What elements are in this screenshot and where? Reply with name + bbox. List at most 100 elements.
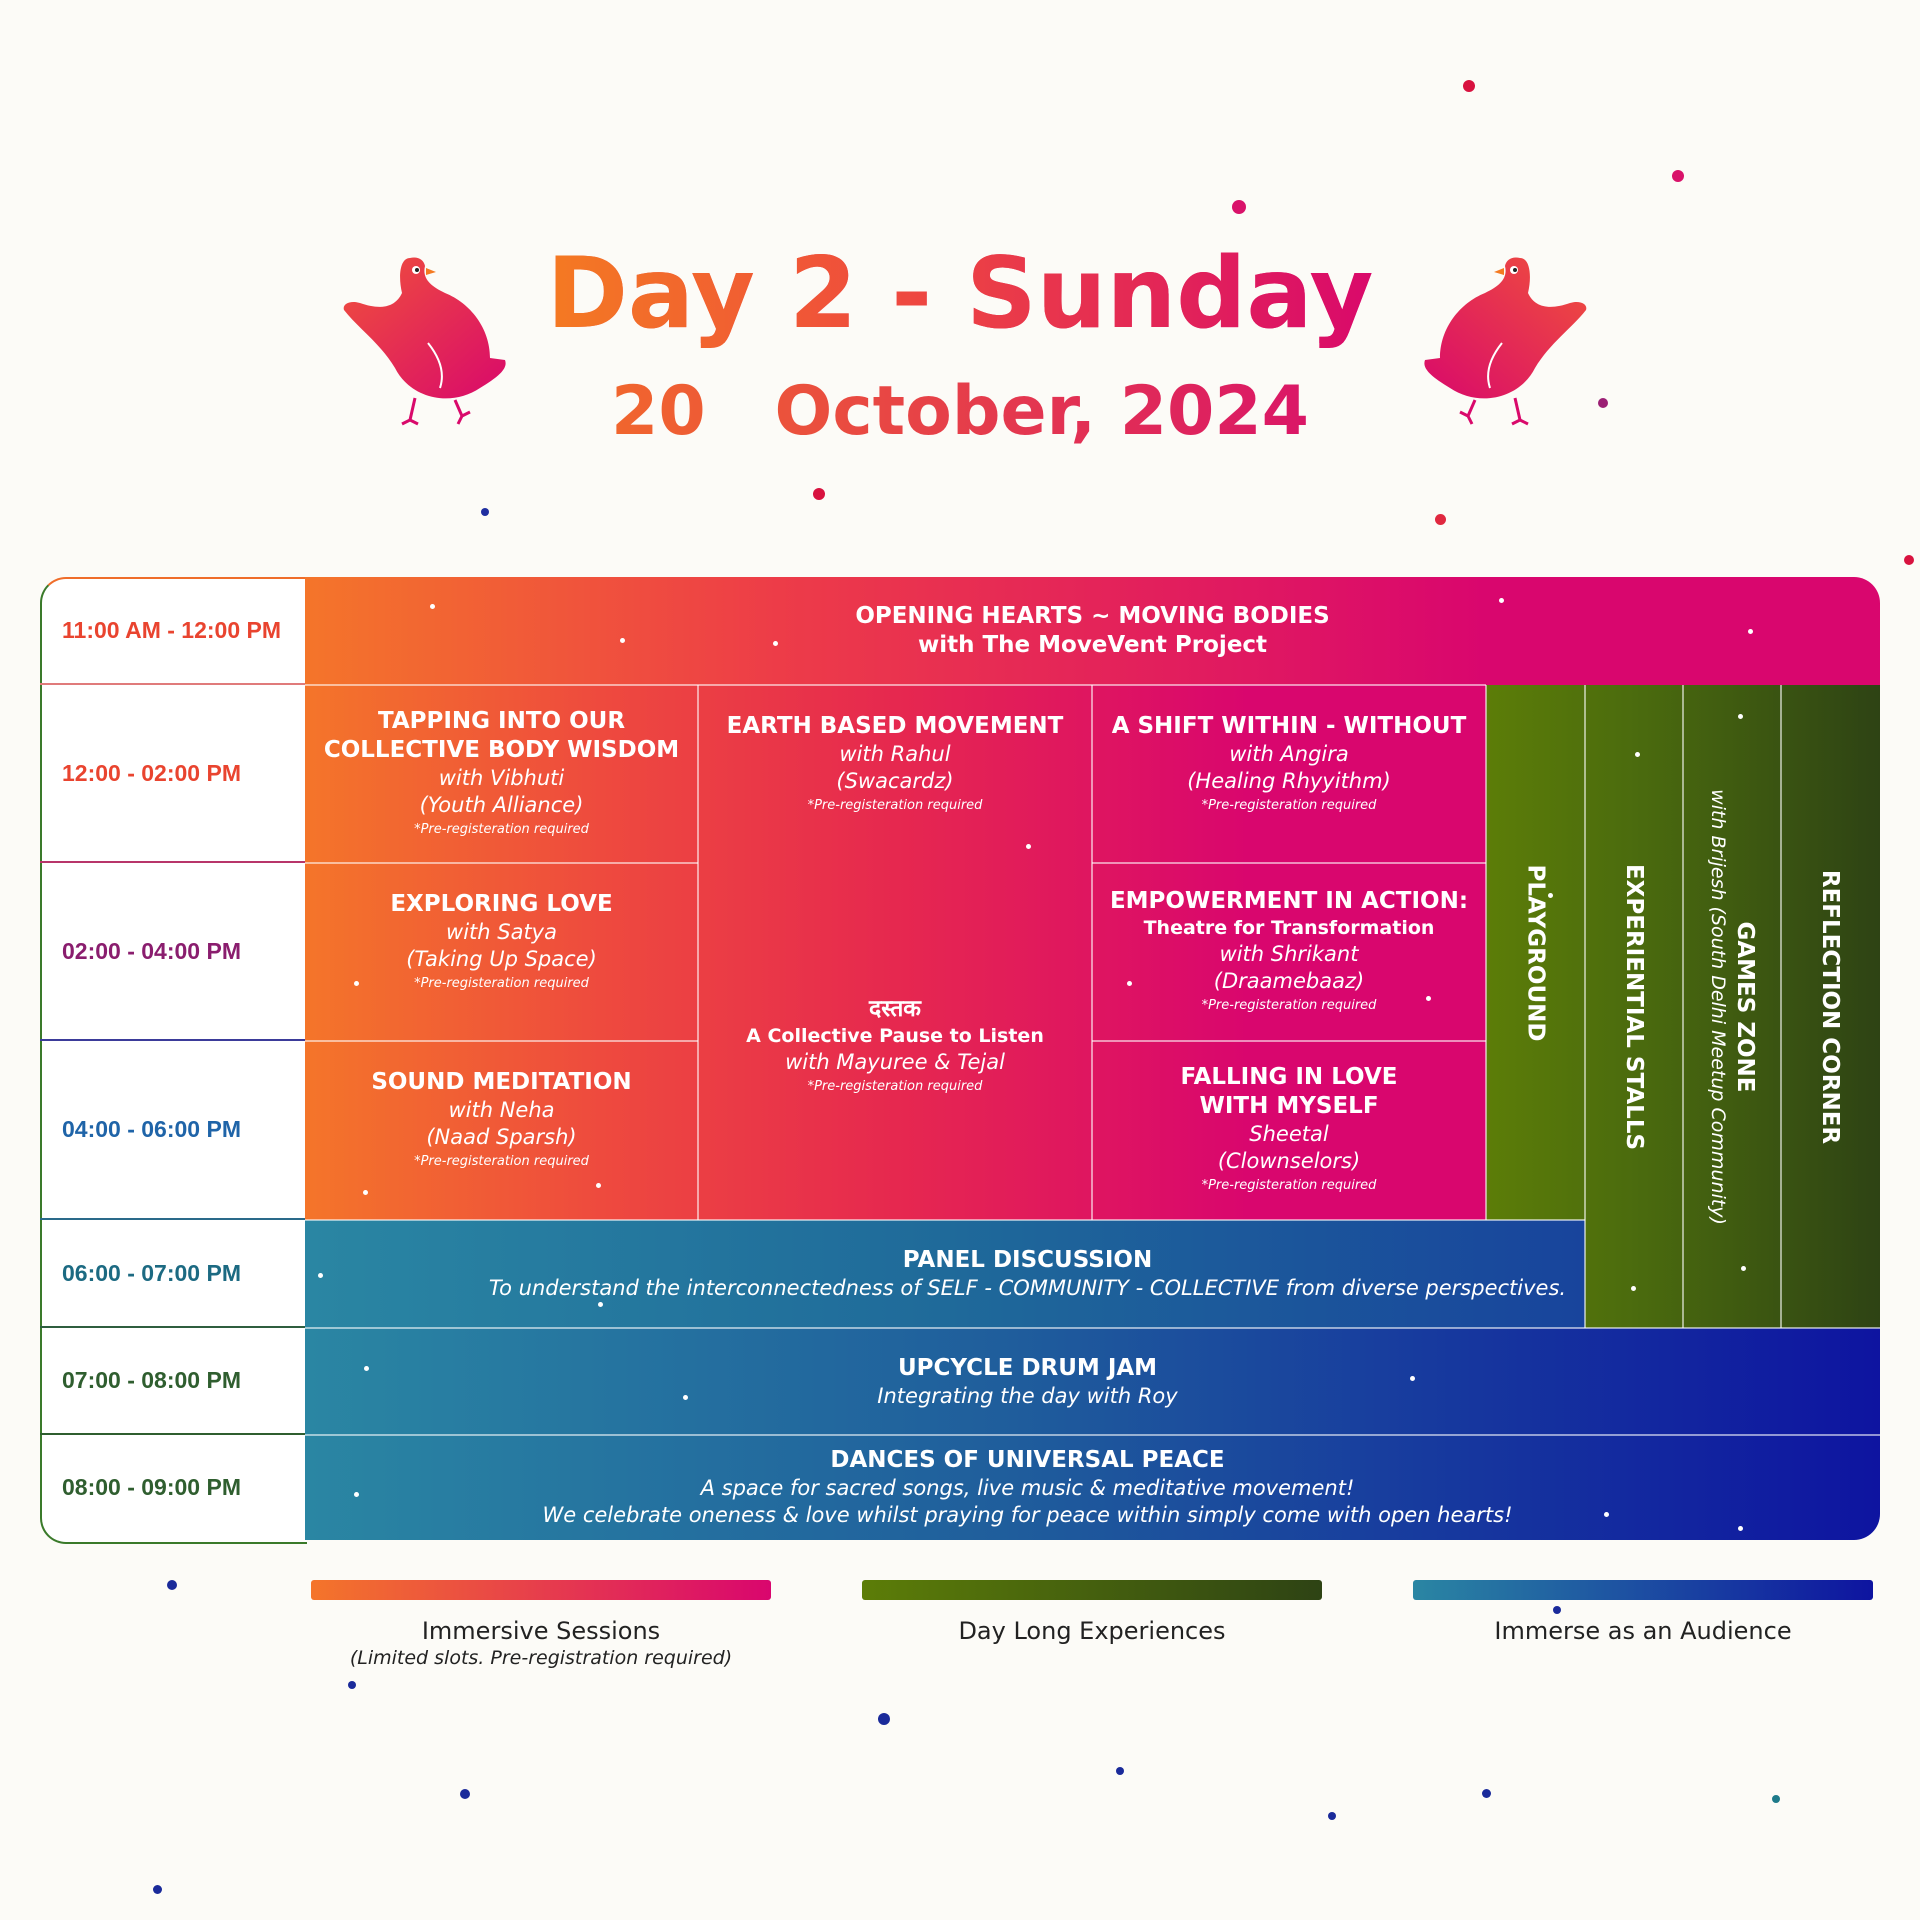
grid-line: [1584, 685, 1586, 1328]
session-opening[interactable]: OPENING HEARTS ~ MOVING BODIES with The …: [305, 577, 1880, 685]
decor-dot: [364, 1366, 369, 1371]
bird-icon: [343, 257, 506, 426]
decor-dot: [1604, 1512, 1609, 1517]
time-slot: 12:00 - 02:00 PM: [62, 759, 241, 786]
decor-dot: [363, 1190, 368, 1195]
decor-dot: [153, 1885, 162, 1894]
registration-note: *Pre-registeration required: [1201, 798, 1377, 813]
session-shift[interactable]: A SHIFT WITHIN - WITHOUT with Angira (He…: [1092, 685, 1486, 862]
grid-line: [1092, 1040, 1486, 1042]
decor-dot: [598, 1302, 603, 1307]
decor-dot: [460, 1789, 470, 1799]
decor-dot: [1748, 629, 1753, 634]
event-date: 20th October, 2024: [0, 378, 1920, 446]
session-tapping[interactable]: TAPPING INTO OUR COLLECTIVE BODY WISDOM …: [305, 685, 698, 862]
grid-line: [1682, 685, 1684, 1328]
decor-dot: [773, 641, 778, 646]
decor-dot: [1127, 981, 1132, 986]
time-slot: 08:00 - 09:00 PM: [62, 1474, 241, 1500]
time-slot: 07:00 - 08:00 PM: [62, 1367, 241, 1393]
decor-dot: [813, 488, 825, 500]
decor-dot: [1426, 996, 1431, 1001]
registration-note: *Pre-registeration required: [414, 976, 589, 991]
immersive-block-bg: [305, 577, 1880, 685]
session-sound[interactable]: SOUND MEDITATION with Neha (Naad Sparsh)…: [305, 1041, 698, 1219]
session-title: UPCYCLE DRUM JAM: [897, 1354, 1158, 1381]
decor-dot: [1435, 514, 1446, 525]
session-falling[interactable]: FALLING IN LOVE WITH MYSELF Sheetal (Clo…: [1092, 1041, 1486, 1219]
session-dastak[interactable]: दस्तक A Collective Pause to Listen with …: [698, 863, 1092, 1219]
immersive-block-bg: [305, 685, 1486, 1220]
date-rest: October, 2024: [774, 372, 1309, 451]
session-earth[interactable]: EARTH BASED MOVEMENT with Rahul (Swacard…: [698, 685, 1092, 862]
session-subtitle: A space for sacred songs, live music & m…: [700, 1476, 1355, 1500]
decor-dot: [354, 981, 359, 986]
session-org: (Youth Alliance): [419, 792, 584, 817]
decor-dot: [1635, 752, 1640, 757]
session-playground[interactable]: PLAYGROUND: [1486, 685, 1584, 1220]
session-reflection-corner[interactable]: REFLECTION CORNER: [1781, 685, 1880, 1328]
decor-dot: [1672, 170, 1684, 182]
session-title: A SHIFT WITHIN - WITHOUT: [1111, 713, 1467, 739]
decor-dot: [1738, 714, 1743, 719]
grid-line: [697, 685, 699, 1220]
page-title: Day 2 - Sunday: [0, 245, 1920, 343]
decor-dot: [620, 638, 625, 643]
decor-dot: [1463, 80, 1475, 92]
decor-dot: [1631, 1286, 1636, 1291]
session-org: (Swacardz): [836, 769, 954, 793]
time-slot: 06:00 - 07:00 PM: [62, 1259, 241, 1286]
grid-line: [1092, 862, 1486, 864]
legend-label: Immerse as an Audience: [1494, 1617, 1792, 1645]
grid-line: [1091, 685, 1093, 1220]
registration-note: *Pre-registeration required: [1201, 1178, 1377, 1193]
time-divider: [40, 861, 305, 863]
date-day: 20: [611, 372, 706, 451]
decor-dot: [1482, 1789, 1491, 1798]
session-exploring[interactable]: EXPLORING LOVE with Satya (Taking Up Spa…: [305, 863, 698, 1040]
decor-dot: [1772, 1795, 1780, 1803]
grid-line: [305, 684, 1486, 686]
session-host: with Angira: [1229, 742, 1349, 766]
time-column: [40, 577, 307, 1544]
session-org: (Draamebaaz): [1213, 968, 1365, 993]
decor-dot: [318, 1273, 323, 1278]
grid-line: [305, 862, 698, 864]
decor-dot: [683, 1395, 688, 1400]
session-host: with Vibhuti: [438, 765, 565, 790]
session-title: DANCES OF UNIVERSAL PEACE: [830, 1447, 1225, 1473]
registration-note: *Pre-registeration required: [807, 1078, 983, 1094]
decor-dot: [1904, 555, 1914, 565]
time-divider: [40, 683, 305, 685]
decor-dot: [596, 1183, 601, 1188]
time-divider: [40, 1326, 305, 1328]
grid-line: [305, 1040, 698, 1042]
bird-icon: [1424, 257, 1587, 426]
time-divider: [40, 1218, 305, 1220]
grid-line: [305, 1327, 1880, 1329]
decor-dot: [1553, 1606, 1561, 1614]
session-host: with Neha: [448, 1098, 555, 1122]
session-title: EMPOWERMENT IN ACTION:: [1109, 887, 1469, 914]
decor-dot: [430, 604, 435, 609]
session-org: (Taking Up Space): [406, 947, 597, 971]
title-weekday: - Sunday: [891, 237, 1374, 351]
decor-dot: [1328, 1812, 1336, 1820]
session-drum-jam[interactable]: UPCYCLE DRUM JAM Integrating the day wit…: [305, 1328, 1750, 1435]
time-slot: 04:00 - 06:00 PM: [62, 1116, 241, 1142]
session-org: (Naad Sparsh): [426, 1125, 577, 1149]
decor-dot: [878, 1713, 890, 1725]
registration-note: *Pre-registeration required: [414, 821, 589, 837]
audience-block-bg: [305, 1220, 1585, 1328]
session-empowerment[interactable]: EMPOWERMENT IN ACTION: Theatre for Trans…: [1092, 863, 1486, 1040]
decor-dot: [1499, 598, 1504, 603]
legend-label: Day Long Experiences: [958, 1617, 1226, 1645]
legend-swatch-immersive: [311, 1580, 771, 1600]
grid-line: [1485, 685, 1487, 1220]
session-title: PANEL DISCUSSION: [902, 1247, 1153, 1273]
time-slot: 11:00 AM - 12:00 PM: [62, 617, 282, 643]
decor-dot: [1116, 1767, 1124, 1775]
session-panel[interactable]: PANEL DISCUSSION To understand the inter…: [305, 1220, 1750, 1328]
registration-note: *Pre-registeration required: [414, 1154, 589, 1169]
session-dances[interactable]: DANCES OF UNIVERSAL PEACE A space for sa…: [305, 1435, 1750, 1540]
